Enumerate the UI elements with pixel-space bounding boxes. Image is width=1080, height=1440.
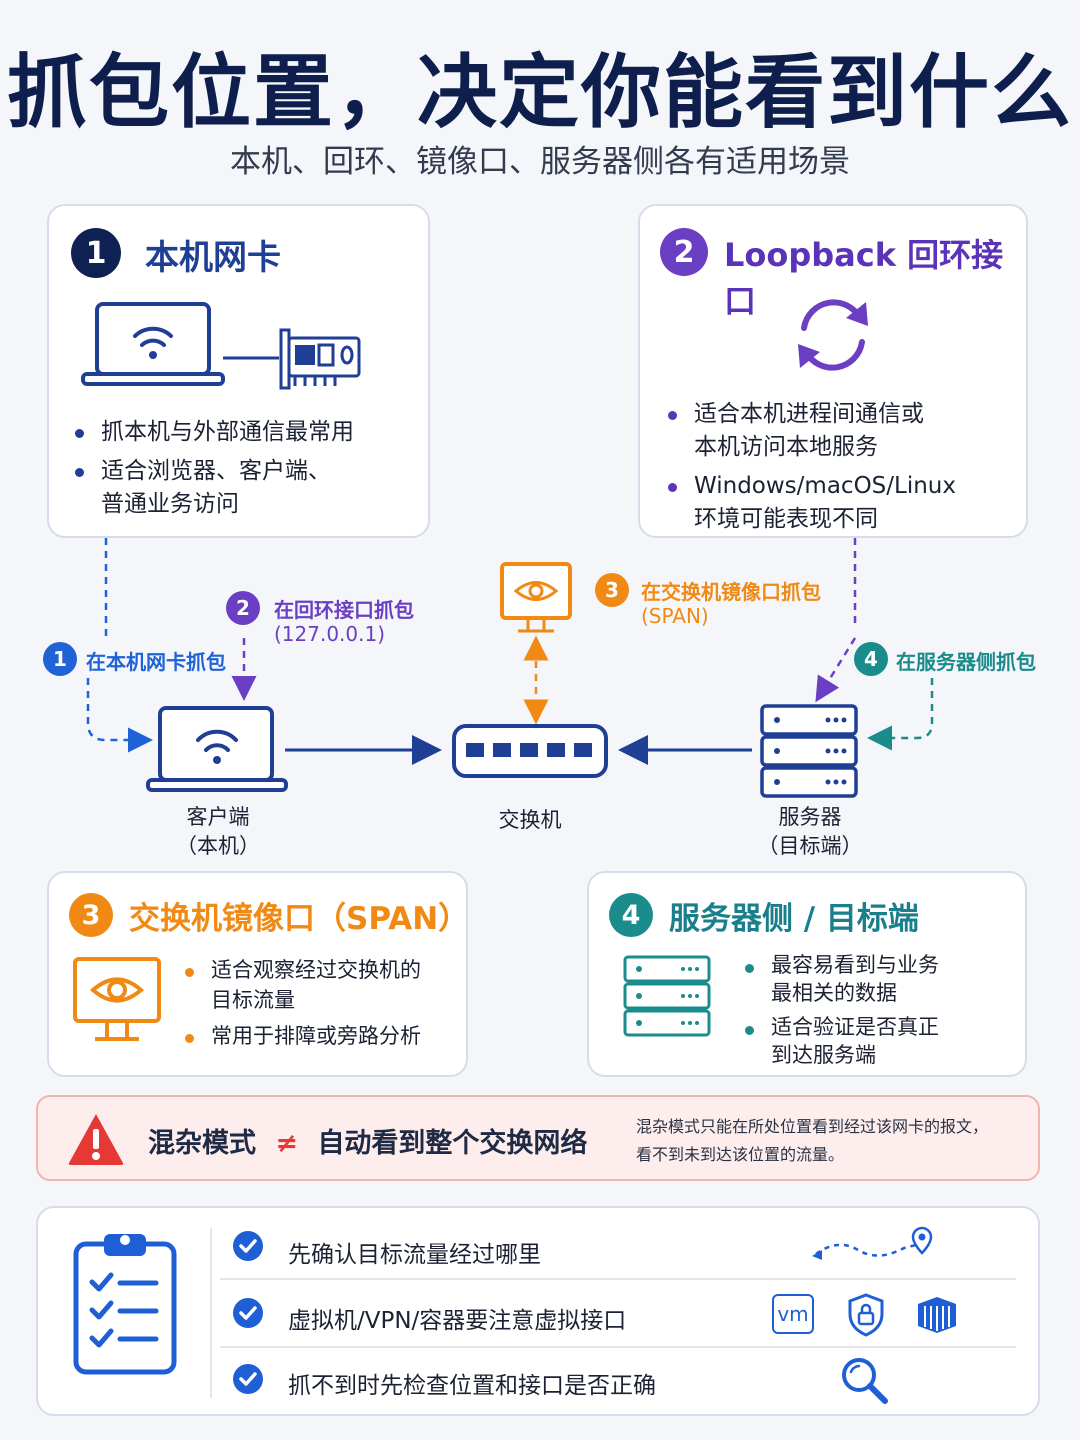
check-circle-icon [233, 1364, 263, 1394]
bullet-item: 常用于排障或旁路分析 [183, 1021, 467, 1051]
checklist-divider [210, 1228, 212, 1398]
card-number-badge: 4 [609, 893, 653, 937]
warning-note: 混杂模式只能在所处位置看到经过该网卡的报文， 看不到未到达该位置的流量。 [636, 1117, 989, 1164]
ann-number-badge: 4 [854, 642, 888, 676]
bullet-item-continued: 环境可能表现不同 [694, 506, 878, 532]
bullet-item: 适合浏览器、客户端、 [73, 455, 423, 488]
card-title: 交换机镜像口（SPAN） [129, 901, 470, 937]
card-title: 服务器侧 / 目标端 [669, 901, 919, 937]
row-divider [220, 1278, 1016, 1280]
card-title: Loopback 回环接口 [724, 236, 1004, 320]
card-server: 4 服务器侧 / 目标端 最容易看到与业务 最相关的数据 适合验证是否真正 到达… [587, 871, 1027, 1077]
card-bullets: 最容易看到与业务 最相关的数据 适合验证是否真正 到达服务端 [743, 951, 1023, 1075]
ann-number-badge: 3 [595, 573, 629, 607]
server-rack-icon [623, 955, 711, 1037]
loop-arrows-icon [798, 299, 868, 371]
route-pin-icon [812, 1226, 933, 1260]
bullet-item: 抓本机与外部通信最常用 [73, 416, 423, 449]
page-title: 抓包位置，决定你能看到什么 [7, 46, 1073, 139]
not-equal-sign: ≠ [275, 1128, 299, 1159]
laptop-nic-icon [81, 302, 361, 390]
switch-label: 交换机 [498, 808, 562, 832]
clipboard-checklist-icon [73, 1234, 177, 1375]
monitor-eye-icon [73, 957, 161, 1041]
warning-banner: 混杂模式 ≠ 自动看到整个交换网络 混杂模式只能在所处位置看到经过该网卡的报文，… [36, 1095, 1040, 1181]
bullet-item-continued: 普通业务访问 [101, 491, 239, 517]
annotation-span: 在交换机镜像口抓包 [641, 580, 821, 604]
bullet-item-continued: 最相关的数据 [771, 981, 897, 1005]
ann-number-badge: 2 [226, 591, 260, 625]
checklist-panel: 先确认目标流量经过哪里 虚拟机/VPN/容器要注意虚拟接口 vm 抓不到时先检查… [36, 1206, 1040, 1416]
span-monitor-icon [500, 562, 572, 633]
checklist-item: 抓不到时先检查位置和接口是否正确 [288, 1373, 656, 1399]
card-number-badge: 2 [660, 228, 708, 276]
check-circle-icon [233, 1231, 263, 1261]
network-diagram [86, 538, 934, 798]
lock-shield-icon [848, 1293, 884, 1337]
card-bullets: 抓本机与外部通信最常用 适合浏览器、客户端、 普通业务访问 [73, 416, 423, 527]
vm-icon: vm [772, 1294, 814, 1334]
card-span: 3 交换机镜像口（SPAN） 适合观察经过交换机的 目标流量 常用于排障或旁路分… [47, 871, 470, 1077]
checklist-item: 虚拟机/VPN/容器要注意虚拟接口 [288, 1308, 627, 1334]
checklist-item: 先确认目标流量经过哪里 [288, 1242, 541, 1268]
row-divider [220, 1346, 1016, 1348]
bullet-item: Windows/macOS/Linux [666, 470, 1026, 503]
annotation-loopback-address: (127.0.0.1) [274, 622, 386, 646]
warning-headline: 混杂模式 ≠ 自动看到整个交换网络 [148, 1128, 588, 1159]
annotation-local-nic: 在本机网卡抓包 [86, 650, 226, 674]
card-bullets: 适合本机进程间通信或 本机访问本地服务 Windows/macOS/Linux … [666, 398, 1026, 542]
magnifier-icon [842, 1358, 888, 1404]
warning-triangle-icon [68, 1114, 124, 1165]
card-loopback: 2 Loopback 回环接口 适合本机进程间通信或 本机访问本地服务 Wind… [638, 204, 1028, 538]
card-number-badge: 1 [71, 228, 121, 278]
switch-icon [452, 724, 608, 778]
card-local-nic: 1 本机网卡 抓本机与外部通信最常用 适合浏览器、客户端、 普通业务访问 [47, 204, 430, 538]
card-bullets: 适合观察经过交换机的 目标流量 常用于排障或旁路分析 [183, 955, 467, 1057]
bullet-item: 适合本机进程间通信或 [666, 398, 1026, 431]
bullet-item: 适合验证是否真正 [743, 1013, 1023, 1041]
annotation-server: 在服务器侧抓包 [896, 650, 1036, 674]
bullet-item: 最容易看到与业务 [743, 951, 1023, 979]
card-title: 本机网卡 [145, 238, 281, 278]
annotation-loopback: 在回环接口抓包 [274, 598, 414, 622]
client-label: 客户端 （本机） [176, 805, 260, 858]
bullet-item: 适合观察经过交换机的 [183, 955, 467, 985]
annotation-span-sub: (SPAN) [641, 604, 709, 628]
page-subtitle: 本机、回环、镜像口、服务器侧各有适用场景 [230, 144, 850, 180]
card-number-badge: 3 [69, 893, 113, 937]
bullet-item-continued: 目标流量 [211, 988, 295, 1012]
server-label: 服务器 （目标端） [757, 805, 863, 858]
ann-number-badge: 1 [43, 642, 77, 676]
bullet-item-continued: 到达服务端 [771, 1043, 876, 1067]
container-icon [918, 1297, 956, 1333]
check-circle-icon [233, 1298, 263, 1328]
bullet-item-continued: 本机访问本地服务 [694, 434, 878, 460]
server-rack-icon [760, 704, 858, 798]
client-laptop-icon [146, 706, 288, 792]
